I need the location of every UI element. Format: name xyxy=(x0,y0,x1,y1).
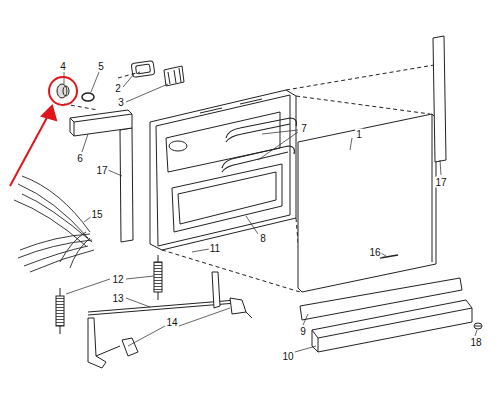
callout-number: 11 xyxy=(209,243,221,254)
bracket xyxy=(164,66,184,86)
callout-number: 9 xyxy=(299,326,307,337)
callout-number: 8 xyxy=(259,233,267,244)
highlight-marker xyxy=(10,77,77,186)
callout-number: 3 xyxy=(117,97,125,108)
callout-number: 10 xyxy=(281,351,294,362)
door-strip xyxy=(120,128,133,242)
callout-number: 12 xyxy=(111,274,124,285)
door-springs xyxy=(56,255,162,334)
knob xyxy=(57,84,69,98)
gasket xyxy=(131,61,155,78)
hinges xyxy=(88,272,252,368)
callout-number: 17 xyxy=(95,165,108,176)
door-strip xyxy=(433,36,446,162)
door-handles xyxy=(222,118,296,172)
kick-plates xyxy=(300,278,472,352)
wire-harness xyxy=(14,176,94,272)
callout-number: 2 xyxy=(114,83,122,94)
inner-door-panel xyxy=(150,90,296,250)
callout-number: 1 xyxy=(355,129,363,140)
callout-number: 14 xyxy=(165,317,178,328)
callout-number: 13 xyxy=(111,293,124,304)
alignment-lines xyxy=(64,64,440,292)
callout-number: 4 xyxy=(59,61,67,72)
callout-number: 6 xyxy=(76,153,84,164)
callout-number: 18 xyxy=(469,337,482,348)
callout-number: 7 xyxy=(300,123,308,134)
leader-lines xyxy=(64,72,477,352)
callout-number: 5 xyxy=(97,61,105,72)
callout-number: 17 xyxy=(434,177,447,188)
outer-door-panel xyxy=(298,114,436,292)
screw xyxy=(474,323,482,329)
vent xyxy=(70,110,132,136)
o-ring xyxy=(82,93,94,101)
callout-number: 16 xyxy=(368,247,381,258)
callout-number: 15 xyxy=(90,209,103,220)
